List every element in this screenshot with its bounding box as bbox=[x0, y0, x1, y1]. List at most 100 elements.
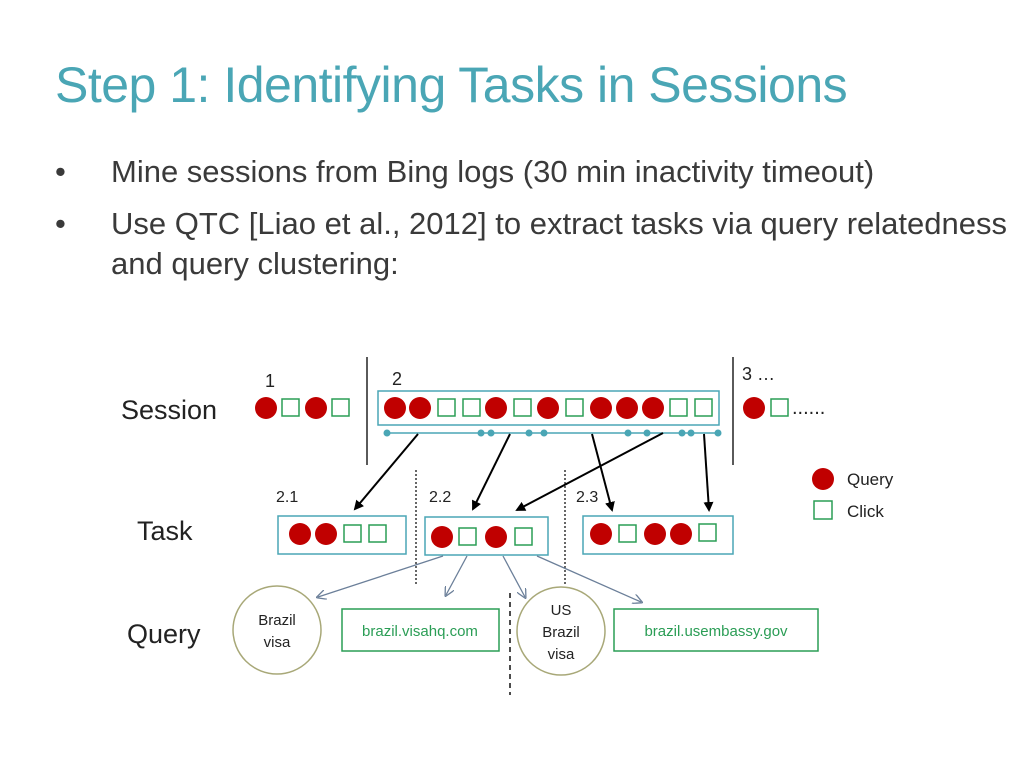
click-square bbox=[281, 398, 300, 417]
query-dot bbox=[616, 397, 638, 419]
timeline-dot bbox=[643, 429, 651, 437]
session-number: 3 … bbox=[742, 364, 775, 384]
session-1-items bbox=[255, 397, 350, 419]
click-square bbox=[698, 523, 717, 542]
session-2-items bbox=[384, 397, 713, 419]
task-2-1 bbox=[277, 515, 407, 555]
timeline-dot bbox=[525, 429, 533, 437]
query-dot bbox=[590, 523, 612, 545]
click-square bbox=[458, 527, 477, 546]
url-node-usembassy: brazil.usembassy.gov bbox=[613, 608, 819, 652]
url-box bbox=[341, 608, 500, 652]
arrow bbox=[502, 555, 525, 597]
query-dot bbox=[289, 523, 311, 545]
query-dot bbox=[743, 397, 765, 419]
bullet-item: • Use QTC [Liao et al., 2012] to extract… bbox=[55, 204, 1015, 284]
task-2-3 bbox=[582, 515, 734, 555]
legend-click-square bbox=[813, 500, 833, 520]
timeline-dot bbox=[678, 429, 686, 437]
query-dot bbox=[315, 523, 337, 545]
query-text-line: visa bbox=[264, 634, 291, 651]
task-box bbox=[424, 516, 549, 556]
click-square bbox=[514, 527, 533, 546]
arrow bbox=[353, 433, 419, 511]
click-square bbox=[694, 398, 713, 417]
arrow bbox=[591, 433, 615, 512]
click-square bbox=[368, 524, 387, 543]
arrow bbox=[703, 433, 714, 512]
arrow bbox=[446, 555, 468, 595]
bullet-marker: • bbox=[55, 154, 66, 189]
query-circle bbox=[232, 585, 322, 675]
task-box bbox=[582, 515, 734, 555]
slide-title: Step 1: Identifying Tasks in Sessions bbox=[55, 57, 848, 113]
click-square bbox=[669, 398, 688, 417]
query-dot bbox=[255, 397, 277, 419]
url-text: brazil.usembassy.gov bbox=[644, 623, 788, 640]
query-text-line: US bbox=[551, 602, 572, 619]
task-label: 2.1 bbox=[276, 489, 298, 506]
row-label-task: Task bbox=[137, 516, 193, 546]
query-dot bbox=[590, 397, 612, 419]
click-square bbox=[618, 524, 637, 543]
session-3-items bbox=[743, 397, 789, 419]
query-node-brazil-visa: Brazil visa bbox=[232, 585, 322, 675]
timeline-dot bbox=[540, 429, 548, 437]
session-to-task-arrows bbox=[353, 432, 714, 512]
query-dot bbox=[409, 397, 431, 419]
timeline-dot bbox=[487, 429, 495, 437]
timeline-dot bbox=[687, 429, 695, 437]
query-dot bbox=[384, 397, 406, 419]
query-dot bbox=[644, 523, 666, 545]
query-dot bbox=[305, 397, 327, 419]
url-text: brazil.visahq.com bbox=[362, 623, 478, 640]
arrow bbox=[536, 555, 641, 602]
legend-query-dot bbox=[812, 468, 834, 490]
click-square bbox=[343, 524, 362, 543]
task-box bbox=[277, 515, 407, 555]
session-box bbox=[377, 390, 720, 426]
query-dot bbox=[670, 523, 692, 545]
session-number: 1 bbox=[265, 371, 275, 391]
url-box bbox=[613, 608, 819, 652]
query-dot bbox=[431, 526, 453, 548]
task-2-2 bbox=[424, 516, 549, 556]
click-square bbox=[513, 398, 532, 417]
bullet-list: • Mine sessions from Bing logs (30 min i… bbox=[55, 152, 1015, 296]
click-square bbox=[770, 398, 789, 417]
click-square bbox=[331, 398, 350, 417]
query-dot bbox=[537, 397, 559, 419]
query-text-line: visa bbox=[548, 646, 575, 663]
query-dot bbox=[485, 526, 507, 548]
row-label-query: Query bbox=[127, 619, 201, 649]
url-node-visahq: brazil.visahq.com bbox=[341, 608, 500, 652]
task-label: 2.3 bbox=[576, 489, 598, 506]
arrow bbox=[472, 433, 511, 511]
bullet-text: Use QTC [Liao et al., 2012] to extract t… bbox=[111, 206, 1007, 281]
click-square bbox=[565, 398, 584, 417]
timeline-dot bbox=[477, 429, 485, 437]
legend: Query Click bbox=[812, 468, 894, 521]
query-dot bbox=[485, 397, 507, 419]
arrow bbox=[318, 555, 444, 597]
legend-query-label: Query bbox=[847, 470, 894, 489]
bullet-text: Mine sessions from Bing logs (30 min ina… bbox=[111, 154, 875, 189]
session-timeline bbox=[383, 429, 722, 437]
task-to-query-arrows bbox=[318, 555, 641, 602]
bullet-marker: • bbox=[55, 206, 66, 241]
query-node-us-brazil-visa: US Brazil visa bbox=[516, 586, 606, 676]
arrow bbox=[515, 432, 664, 511]
task-label: 2.2 bbox=[429, 489, 451, 506]
session-ellipsis: ...... bbox=[792, 397, 825, 419]
session-number: 2 bbox=[392, 369, 402, 389]
row-label-session: Session bbox=[121, 395, 217, 425]
timeline-dot bbox=[383, 429, 391, 437]
query-text-line: Brazil bbox=[258, 612, 296, 629]
bullet-item: • Mine sessions from Bing logs (30 min i… bbox=[55, 152, 1015, 192]
query-circle bbox=[516, 586, 606, 676]
timeline-dot bbox=[624, 429, 632, 437]
timeline-dot bbox=[714, 429, 722, 437]
click-square bbox=[437, 398, 456, 417]
legend-click-label: Click bbox=[847, 502, 884, 521]
